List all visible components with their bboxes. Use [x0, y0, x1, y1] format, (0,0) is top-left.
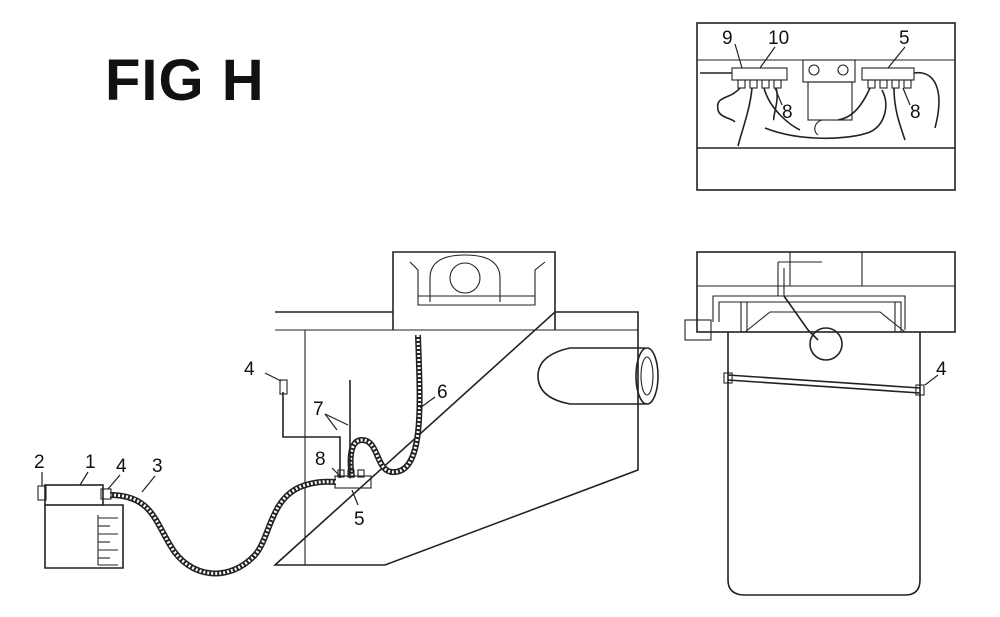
callout-5-inset: 5	[899, 28, 910, 49]
callout-4-reservoir: 4	[116, 456, 127, 477]
callout-4-end-view: 4	[936, 359, 947, 380]
end-view: 4	[684, 251, 956, 596]
callout-8-inset-right: 8	[910, 102, 921, 123]
callout-4-main: 4	[244, 359, 255, 380]
callout-9: 9	[722, 28, 733, 49]
oil-reservoir: 2 1 4 3	[34, 452, 163, 569]
figure-title: FIG H	[105, 48, 265, 113]
callout-1: 1	[85, 452, 96, 473]
inset-detail-view: 9 10 5 8 8	[696, 22, 956, 191]
supply-hose	[109, 478, 337, 577]
callout-5-main: 5	[354, 509, 365, 530]
callout-10: 10	[768, 28, 789, 49]
callout-7: 7	[313, 399, 324, 420]
callout-2: 2	[34, 452, 45, 473]
callout-8-main: 8	[315, 449, 326, 470]
callout-6: 6	[437, 382, 448, 403]
callout-8-inset-left: 8	[782, 102, 793, 123]
callout-3: 3	[152, 456, 163, 477]
main-side-view: 4 7 6 8 5	[244, 251, 659, 566]
